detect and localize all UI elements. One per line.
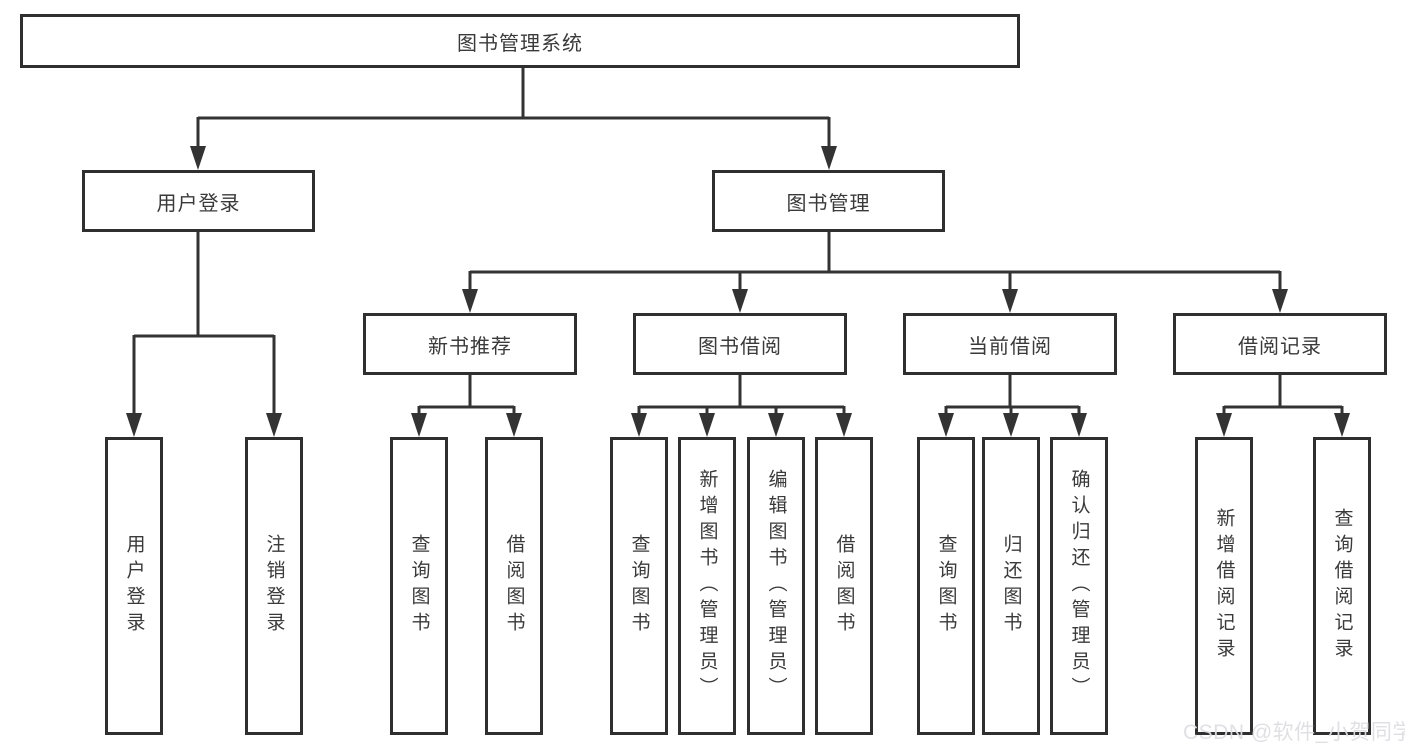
leaf-user-login-label: 用户登录 [123,534,145,638]
leaf-confirm-return-admin: 确认归还（管理员） [1050,437,1108,735]
leaf-query-books-3-label: 查询图书 [935,534,957,638]
node-book-management-label: 图书管理 [786,192,871,215]
csdn-watermark: CSDN @软件_小贺同学 [1183,721,1405,744]
leaf-add-books-admin-label: 新增图书（管理员） [696,469,718,703]
leaf-query-borrow-record: 查询借阅记录 [1313,437,1371,735]
leaf-query-books-2-label: 查询图书 [628,534,650,638]
arrowheads-level3 [462,289,1288,313]
leaf-add-borrow-record-label: 新增借阅记录 [1213,508,1235,664]
arrowheads-level2 [190,146,837,170]
arrowheads-login-leaves [126,413,282,437]
node-new-book-recommend-label: 新书推荐 [428,335,512,358]
node-book-management: 图书管理 [712,170,945,232]
connector-root-to-level2 [196,68,831,148]
connector-login-to-leaves [132,232,276,415]
leaf-borrow-books-2: 借阅图书 [815,437,873,735]
node-book-borrow: 图书借阅 [633,313,847,375]
connector-level3-to-leaves [417,375,1344,415]
leaf-query-books-1: 查询图书 [390,437,448,735]
node-new-book-recommend: 新书推荐 [363,313,577,375]
leaf-edit-books-admin: 编辑图书（管理员） [747,437,805,735]
leaf-logout: 注销登录 [245,437,303,735]
leaf-confirm-return-admin-label: 确认归还（管理员） [1068,469,1090,703]
node-borrow-records-label: 借阅记录 [1238,335,1322,358]
leaf-logout-label: 注销登录 [263,534,285,638]
leaf-borrow-books-1-label: 借阅图书 [503,534,525,638]
leaf-borrow-books-2-label: 借阅图书 [833,534,855,638]
leaf-return-books-label: 归还图书 [1000,534,1022,638]
node-user-login: 用户登录 [82,170,315,232]
leaf-query-borrow-record-label: 查询借阅记录 [1331,508,1353,664]
node-root-system: 图书管理系统 [20,14,1020,68]
leaf-borrow-books-1: 借阅图书 [485,437,543,735]
node-current-borrow: 当前借阅 [903,313,1117,375]
leaf-edit-books-admin-label: 编辑图书（管理员） [765,469,787,703]
leaf-query-books-2: 查询图书 [610,437,668,735]
leaf-user-login: 用户登录 [105,437,163,735]
leaf-add-borrow-record: 新增借阅记录 [1195,437,1253,735]
leaf-query-books-1-label: 查询图书 [408,534,430,638]
connector-mgmt-to-level3 [468,232,1282,291]
leaf-query-books-3: 查询图书 [917,437,975,735]
node-book-borrow-label: 图书借阅 [698,335,782,358]
node-current-borrow-label: 当前借阅 [968,335,1052,358]
arrowheads-leaves [411,413,1350,437]
node-root-label: 图书管理系统 [457,32,583,55]
leaf-add-books-admin: 新增图书（管理员） [678,437,736,735]
leaf-return-books: 归还图书 [982,437,1040,735]
node-borrow-records: 借阅记录 [1173,313,1387,375]
node-user-login-label: 用户登录 [156,192,241,215]
